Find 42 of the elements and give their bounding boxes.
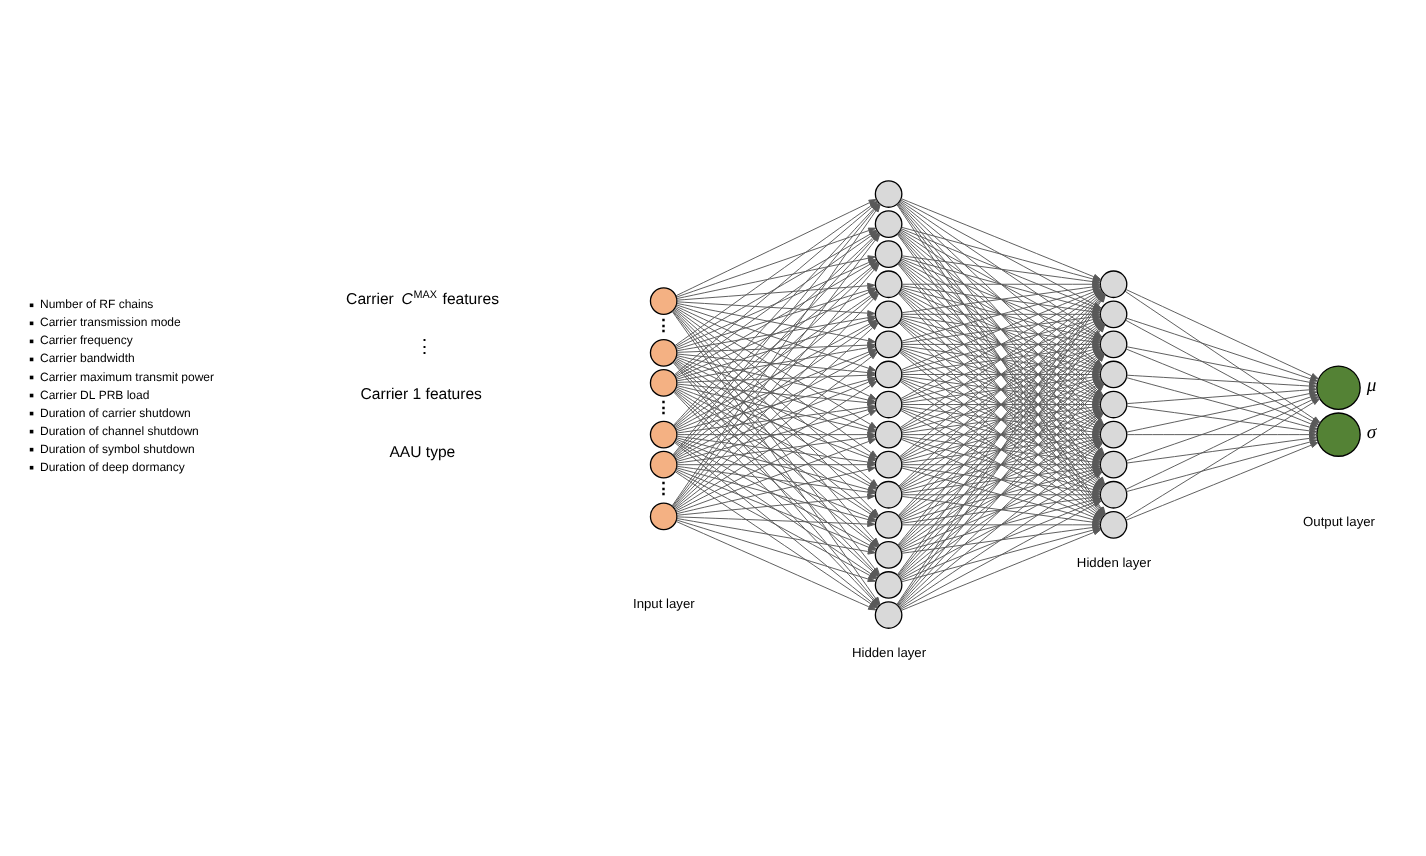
- label: ⋮: [414, 336, 435, 359]
- node-circle: [1099, 450, 1128, 479]
- node-circle: [649, 450, 678, 479]
- node-circle: [874, 450, 903, 479]
- label: ⋮: [654, 478, 671, 499]
- node-circle: [1316, 365, 1361, 411]
- node-circle: [1099, 270, 1128, 299]
- arrow: [1126, 431, 1318, 438]
- node-circle: [874, 601, 903, 629]
- label: ⋮: [654, 314, 671, 335]
- node-circle: [1099, 480, 1128, 509]
- node-circle: [874, 541, 903, 569]
- node-circle: [874, 571, 903, 599]
- node-circle: [1099, 330, 1128, 359]
- node-circle: [874, 360, 903, 389]
- node-label: σ: [1366, 421, 1377, 444]
- node-circle: [649, 287, 678, 315]
- node-circle: [874, 420, 903, 449]
- node-circle: [1099, 300, 1128, 329]
- node-circle: [1099, 420, 1128, 449]
- node-circle: [1099, 360, 1128, 389]
- node-circle: [874, 510, 903, 539]
- node-circle: [874, 240, 903, 269]
- node-circle: [874, 300, 903, 329]
- node-circle: [649, 369, 678, 397]
- arrow: [1125, 439, 1318, 493]
- node-circle: [649, 338, 678, 367]
- node-circle: [649, 502, 678, 531]
- arrow: [676, 301, 876, 317]
- node-circle: [874, 270, 903, 299]
- node-label: μ: [1366, 375, 1377, 398]
- label: ⋮: [654, 396, 671, 417]
- node-circle: [874, 480, 903, 509]
- node-circle: [874, 390, 903, 419]
- node-circle: [874, 330, 903, 359]
- node-circle: [874, 180, 903, 208]
- node-circle: [1316, 412, 1361, 457]
- arrow: [1125, 441, 1319, 521]
- node-circle: [649, 420, 678, 449]
- node-circle: [1099, 510, 1128, 539]
- node-circle: [874, 210, 903, 238]
- node-circle: [1099, 390, 1128, 419]
